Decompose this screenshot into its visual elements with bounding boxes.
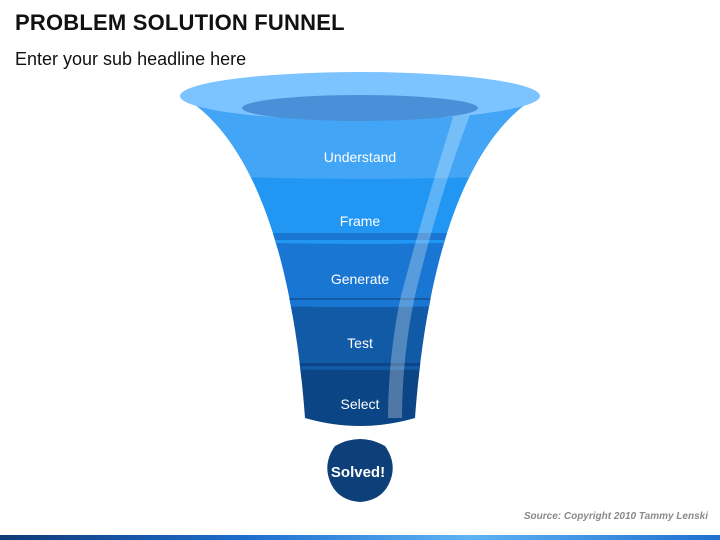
result-label: Solved! [331,464,385,481]
funnel-opening [242,95,478,121]
page-title: PROBLEM SOLUTION FUNNEL [15,10,345,35]
funnel-bottom-edge [305,418,415,426]
source-credit: Source: Copyright 2010 Tammy Lenski [523,511,708,522]
funnel-body [180,95,540,418]
stage-label-understand: Understand [324,149,396,165]
page-subtitle: Enter your sub headline here [15,49,247,69]
stage-label-frame: Frame [340,213,381,229]
solved-drop [327,439,393,502]
stage-label-select: Select [341,396,380,412]
stage-label-test: Test [347,335,373,351]
bottom-accent-bar [0,535,720,540]
stage-label-generate: Generate [331,271,390,287]
funnel-highlight [388,110,472,418]
